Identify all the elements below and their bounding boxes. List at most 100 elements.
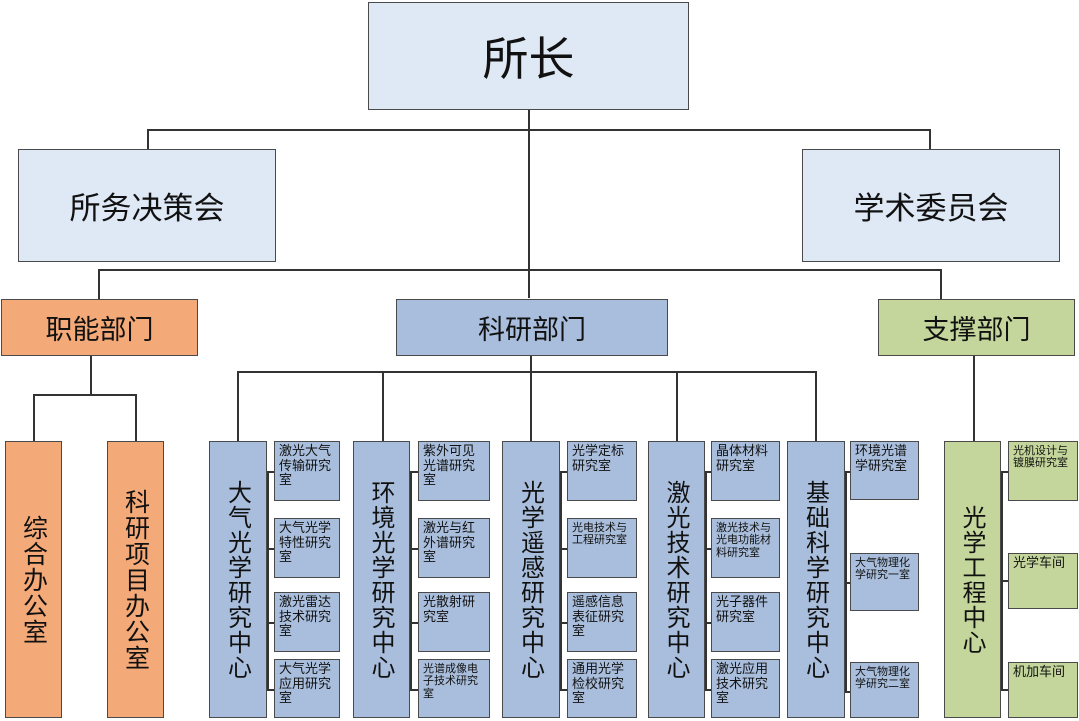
connector-line (845, 471, 850, 473)
lab-label: 大气光学特性研究室 (279, 521, 332, 566)
connector-line (267, 548, 274, 550)
lab-label: 激光技术与光电功能材料研究室 (716, 521, 771, 559)
connector-line (973, 356, 975, 441)
lab-box: 光散射研究室 (418, 592, 490, 652)
lab-box: 环境光谱学研究室 (850, 441, 919, 500)
research-center-box: 光学遥感研究中心 (502, 441, 560, 718)
lab-box: 激光大气传输研究室 (274, 441, 340, 501)
connector-line (382, 371, 384, 441)
connector-line (237, 371, 239, 441)
research-center-box: 大气光学研究中心 (209, 441, 267, 718)
connector-line (560, 622, 567, 624)
connector-line (705, 471, 707, 689)
functional-dept-label: 职能部门 (45, 315, 154, 346)
connector-line (1001, 689, 1008, 691)
connector-line (267, 471, 274, 473)
support-unit-box: 机加车间 (1008, 662, 1078, 718)
lab-label: 环境光谱学研究室 (855, 444, 908, 474)
research-center-label: 光学遥感研究中心 (516, 479, 545, 680)
lab-box: 激光技术与光电功能材料研究室 (711, 518, 780, 578)
support-unit-box: 光学车间 (1008, 553, 1078, 609)
connector-line (705, 548, 711, 550)
support-unit-label: 光机设计与镀膜研究室 (1013, 444, 1068, 470)
research-center-box: 基础科学研究中心 (787, 441, 845, 718)
decision-council-label: 所务决策会 (69, 191, 225, 227)
connector-line (528, 110, 530, 298)
lab-box: 大气物理化学研究一室 (850, 553, 919, 611)
connector-line (90, 356, 92, 394)
office-label: 综合办公室 (19, 514, 49, 645)
lab-label: 光学定标研究室 (572, 444, 625, 474)
research-center-label: 大气光学研究中心 (223, 479, 252, 680)
connector-line (267, 471, 269, 689)
connector-line (33, 394, 136, 396)
connector-line (530, 371, 532, 441)
connector-line (98, 269, 941, 271)
connector-line (410, 548, 418, 550)
director-box: 所长 (368, 2, 689, 110)
lab-box: 光电技术与工程研究室 (567, 518, 637, 578)
research-center-label: 基础科学研究中心 (801, 479, 830, 680)
lab-label: 晶体材料研究室 (716, 444, 769, 474)
connector-line (33, 394, 35, 441)
connector-line (560, 548, 567, 550)
research-center-label: 激光技术研究中心 (662, 479, 690, 680)
lab-box: 遥感信息表征研究室 (567, 592, 637, 652)
lab-box: 光谱成像电子技术研究室 (418, 659, 490, 718)
connector-line (237, 371, 816, 373)
connector-line (560, 471, 567, 473)
lab-box: 激光与红外谱研究室 (418, 518, 490, 578)
connector-line (135, 394, 137, 441)
research-center-label: 环境光学研究中心 (367, 479, 395, 680)
connector-line (410, 689, 418, 691)
lab-label: 大气物理化学研究一室 (855, 556, 910, 582)
lab-box: 光学定标研究室 (567, 441, 637, 501)
connector-line (560, 471, 562, 689)
research-dept-box: 科研部门 (396, 299, 668, 356)
connector-line (530, 356, 532, 371)
research-center-box: 激光技术研究中心 (648, 441, 705, 718)
lab-label: 光散射研究室 (423, 595, 476, 625)
connector-line (1001, 580, 1008, 582)
academic-committee-label: 学术委员会 (853, 191, 1009, 227)
office-box: 科研项目办公室 (107, 441, 164, 718)
lab-label: 光子器件研究室 (716, 595, 769, 625)
lab-box: 大气物理化学研究二室 (850, 662, 919, 718)
connector-line (845, 582, 850, 584)
lab-label: 通用光学检校研究室 (572, 662, 625, 707)
support-unit-label: 光学车间 (1013, 556, 1066, 571)
connector-line (676, 371, 678, 441)
support-dept-box: 支撑部门 (878, 299, 1075, 356)
connector-line (410, 471, 418, 473)
connector-line (845, 691, 850, 693)
decision-council-box: 所务决策会 (18, 149, 276, 262)
connector-line (410, 471, 412, 689)
lab-label: 激光雷达技术研究室 (279, 595, 332, 640)
connector-line (705, 622, 711, 624)
lab-label: 大气光学应用研究室 (279, 662, 332, 707)
academic-committee-box: 学术委员会 (802, 149, 1060, 262)
lab-label: 紫外可见光谱研究室 (423, 444, 476, 489)
research-dept-label: 科研部门 (478, 315, 586, 346)
lab-box: 激光雷达技术研究室 (274, 592, 340, 652)
connector-line (940, 269, 942, 299)
lab-label: 激光大气传输研究室 (279, 444, 332, 489)
connector-line (267, 622, 274, 624)
lab-box: 激光应用技术研究室 (711, 659, 780, 718)
director-label: 所长 (482, 32, 575, 86)
functional-dept-box: 职能部门 (1, 299, 198, 356)
connector-line (815, 371, 817, 441)
connector-line (705, 471, 711, 473)
support-dept-label: 支撑部门 (922, 315, 1031, 346)
lab-label: 遥感信息表征研究室 (572, 595, 625, 640)
connector-line (560, 689, 567, 691)
research-center-box: 环境光学研究中心 (353, 441, 410, 718)
lab-label: 光谱成像电子技术研究室 (423, 662, 478, 700)
support-center-box: 光学工程中心 (944, 441, 1001, 718)
connector-line (1001, 471, 1008, 473)
connector-line (147, 129, 930, 131)
office-box: 综合办公室 (5, 441, 62, 718)
support-unit-box: 光机设计与镀膜研究室 (1008, 441, 1078, 501)
support-center-label: 光学工程中心 (958, 504, 986, 655)
connector-line (410, 622, 418, 624)
